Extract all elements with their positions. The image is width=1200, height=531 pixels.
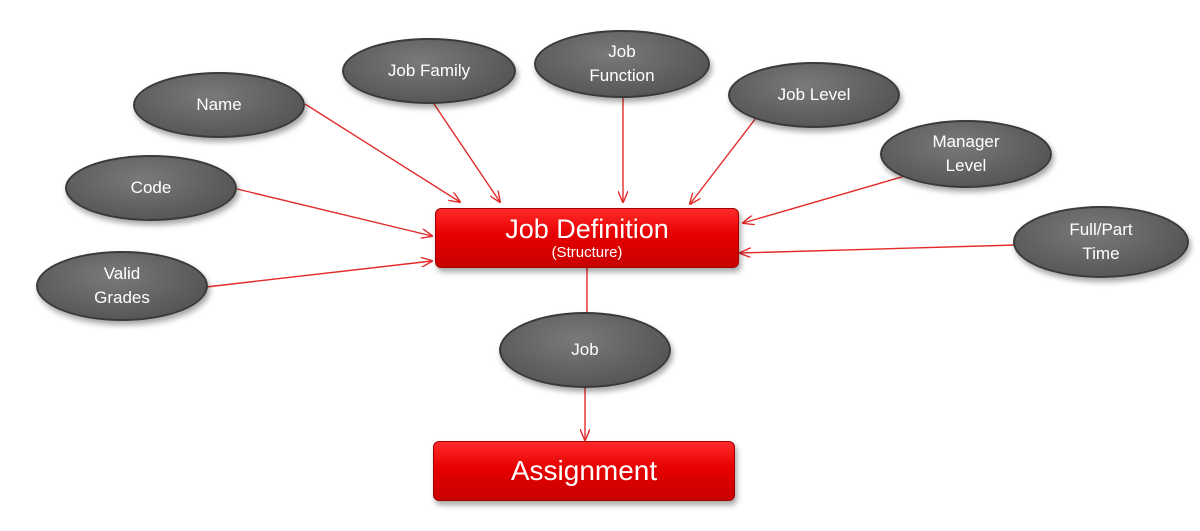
attribute-label: Manager Level	[932, 132, 1000, 175]
attribute-node-full-part-time: Full/Part Time	[1013, 206, 1189, 278]
attribute-node-job-family: Job Family	[342, 38, 516, 104]
job-definition-box: Job Definition (Structure)	[435, 208, 739, 268]
job-definition-subtitle: (Structure)	[551, 244, 623, 261]
attribute-node-name: Name	[133, 72, 305, 138]
edge-full-part-time-to-job-definition	[740, 244, 1017, 253]
job-node: Job	[499, 312, 671, 388]
attribute-label: Job Family	[387, 61, 471, 80]
job-definition-title: Job Definition	[505, 214, 669, 244]
job-label: Job	[571, 340, 599, 359]
attribute-label: Job Function	[589, 42, 655, 85]
edge-valid-grades-to-job-definition	[205, 261, 432, 288]
edge-manager-level-to-job-definition	[743, 175, 906, 223]
assignment-box: Assignment	[433, 441, 735, 501]
edge-job-level-to-job-definition	[690, 117, 757, 204]
attribute-node-valid-grades: Valid Grades	[36, 251, 208, 321]
attribute-node-code: Code	[65, 155, 237, 221]
attribute-node-job-function: Job Function	[534, 30, 710, 98]
attribute-label: Valid Grades	[94, 264, 150, 307]
edge-name-to-job-definition	[304, 103, 460, 202]
attribute-label: Full/Part Time	[1069, 220, 1133, 263]
attribute-label: Job Level	[777, 85, 851, 104]
attribute-label: Code	[130, 178, 172, 197]
edge-job-family-to-job-definition	[429, 97, 500, 202]
attribute-node-manager-level: Manager Level	[880, 120, 1052, 188]
edge-code-to-job-definition	[236, 188, 432, 236]
assignment-title: Assignment	[510, 455, 658, 486]
attribute-node-job-level: Job Level	[728, 62, 900, 128]
attribute-label: Name	[196, 95, 242, 114]
